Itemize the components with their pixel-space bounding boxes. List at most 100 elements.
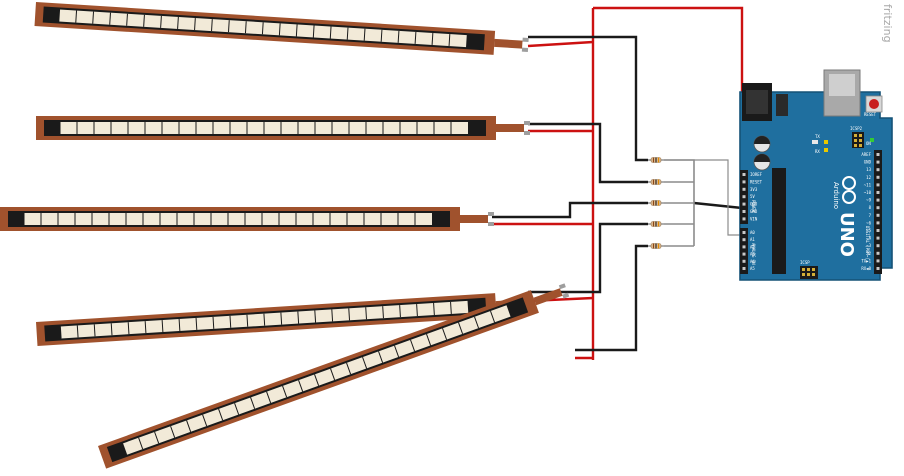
led-tx bbox=[824, 140, 828, 144]
gray-wire-a0 bbox=[664, 159, 742, 236]
digital-pin-label: ~11 bbox=[864, 182, 872, 187]
sensor-segment-line bbox=[195, 317, 198, 330]
sensor-segment-line bbox=[410, 339, 416, 352]
sensor-segment-line bbox=[186, 420, 192, 432]
analog-pin bbox=[742, 238, 746, 242]
black-wire-ground bbox=[693, 201, 743, 210]
analog-pin bbox=[742, 252, 746, 256]
resistors bbox=[648, 157, 664, 249]
power-pin bbox=[742, 217, 746, 221]
sensor-segment-line bbox=[170, 426, 176, 438]
sensor-segment-line bbox=[92, 11, 95, 24]
sensor-segment-line bbox=[280, 312, 283, 325]
flex-sensor-4 bbox=[36, 293, 531, 346]
resistor-1 bbox=[648, 157, 664, 163]
digital-pin-label: GND bbox=[864, 160, 872, 165]
sensor-segment-line bbox=[211, 19, 213, 32]
sensor-segment-line bbox=[110, 323, 113, 336]
analog-pin bbox=[742, 245, 746, 249]
digital-pin bbox=[876, 191, 880, 194]
sensor-segment-line bbox=[154, 431, 160, 444]
digital-pin-label: AREF bbox=[861, 152, 871, 157]
digital-pin-label: 4 bbox=[869, 236, 872, 241]
sensor-segment-line bbox=[202, 414, 208, 427]
flex-sensor-2 bbox=[36, 116, 530, 140]
on-label: ON bbox=[866, 141, 871, 146]
sensor-segment-line bbox=[433, 302, 435, 316]
sensor-segment-line bbox=[490, 310, 496, 323]
sensor-pin-2 bbox=[562, 292, 570, 299]
sensor-segment-line bbox=[178, 318, 181, 332]
sensor-pin-2 bbox=[488, 222, 494, 226]
digital-pin bbox=[876, 267, 880, 270]
power-pin-label: VIN bbox=[750, 216, 758, 221]
rx-label: RX bbox=[815, 149, 820, 154]
digital-pin-label: 13 bbox=[866, 167, 871, 172]
black-wire-sensor-1 bbox=[528, 35, 648, 162]
power-jack-inner bbox=[746, 90, 768, 114]
black-wire-sensor-3 bbox=[492, 201, 648, 219]
analog-pin-label: A1 bbox=[750, 237, 755, 242]
sensor-pin-1 bbox=[522, 37, 529, 43]
digital-pin-label: ~10 bbox=[864, 190, 872, 195]
sensor-segment-line bbox=[474, 316, 480, 329]
sensor-segment-line bbox=[126, 13, 128, 26]
analog-pin bbox=[742, 259, 746, 263]
black-wire-sensor-2 bbox=[528, 122, 648, 184]
sensor-segment-line bbox=[362, 356, 368, 369]
smd-part-1 bbox=[812, 140, 818, 144]
icsp2-header bbox=[852, 132, 864, 148]
digital-pin bbox=[876, 183, 880, 187]
power-header-pins bbox=[742, 173, 746, 221]
digital-pin-label: RX◀0 bbox=[861, 266, 871, 271]
digital-pin bbox=[876, 160, 880, 164]
resistor-3 bbox=[648, 200, 664, 206]
sensor-segment-line bbox=[93, 324, 96, 337]
sensor-segment-line bbox=[348, 308, 351, 321]
power-pin-label: GND bbox=[750, 202, 758, 207]
sensor-segment-line bbox=[298, 380, 304, 392]
sensor-segment-line bbox=[331, 309, 334, 322]
power-pin-label: RESET bbox=[750, 179, 763, 184]
sensor-segment-line bbox=[266, 391, 272, 404]
analog-header bbox=[740, 228, 748, 274]
sensor-segment-line bbox=[278, 23, 281, 36]
sensor-segment-line bbox=[297, 311, 300, 324]
red-wire-sensor-1 bbox=[527, 40, 594, 48]
capacitor-2-mark bbox=[754, 154, 770, 162]
sensor-pin-1 bbox=[558, 283, 566, 290]
sensor-segment-line bbox=[75, 10, 78, 23]
power-pin-label: IOREF bbox=[750, 172, 763, 177]
sensor-segment-line bbox=[218, 408, 224, 421]
sensor-segment-line bbox=[314, 374, 320, 386]
analog-pin-label: A5 bbox=[750, 266, 755, 271]
digital-pin-label: ~9 bbox=[866, 198, 871, 203]
digital-pin bbox=[876, 206, 880, 210]
black-wire-sensor-5 bbox=[575, 244, 648, 352]
sensor-segment-line bbox=[263, 313, 266, 326]
digital-pin-label: 7 bbox=[869, 213, 872, 218]
analog-pin bbox=[742, 231, 746, 234]
digital-pin bbox=[876, 244, 880, 248]
power-pin-label: GND bbox=[750, 209, 758, 214]
sensor-segment-line bbox=[161, 320, 164, 333]
sensor-segment-line bbox=[363, 28, 366, 41]
sensor-segment-line bbox=[261, 22, 264, 35]
board-model-label: UNO bbox=[836, 212, 857, 257]
tx-label: TX bbox=[815, 134, 820, 139]
digital-pin bbox=[876, 229, 880, 232]
sensor-segment-line bbox=[143, 14, 145, 27]
digital-pin bbox=[876, 221, 880, 225]
power-pin bbox=[742, 210, 746, 213]
fritzing-watermark: fritzing bbox=[881, 4, 894, 43]
power-pin bbox=[742, 202, 746, 206]
sensor-pin-2 bbox=[521, 47, 529, 52]
sensor-segment-line bbox=[227, 20, 230, 33]
resistor-5 bbox=[648, 243, 664, 249]
power-pin-label: 5V bbox=[750, 194, 755, 199]
sensor-segment-line bbox=[448, 34, 451, 47]
digital-pin-label: 8 bbox=[869, 205, 872, 210]
sensor-segment-line bbox=[138, 437, 144, 450]
